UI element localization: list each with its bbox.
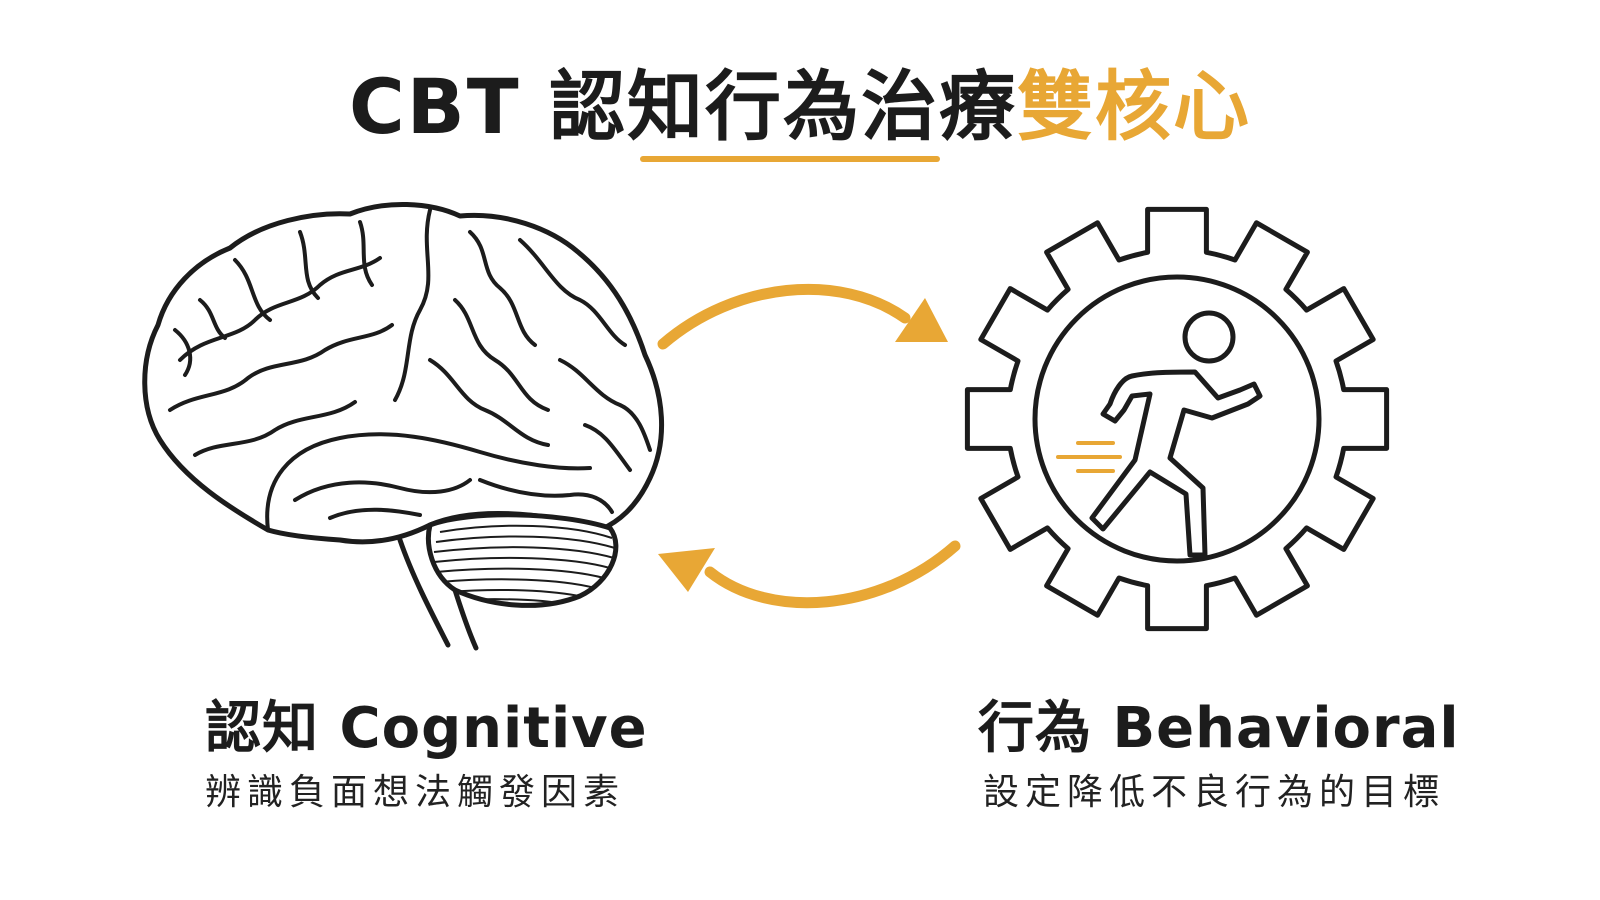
brain-gyri	[168, 208, 652, 532]
behavioral-description: 設定降低不良行為的目標	[983, 772, 1446, 813]
arrow-left-curved-icon	[658, 540, 961, 609]
title-accent: 雙核心	[1017, 62, 1251, 151]
title-main: CBT 認知行為治療	[348, 62, 1017, 151]
gear-running-person-icon	[964, 206, 1390, 632]
motion-lines	[1056, 441, 1122, 473]
title-underline	[640, 156, 940, 162]
cognitive-label: 認知 Cognitive	[205, 696, 648, 761]
arrow-right-curved-icon	[657, 283, 948, 350]
page-title: CBT 認知行為治療雙核心	[0, 45, 1600, 155]
cognitive-description: 辨識負面想法觸發因素	[205, 772, 626, 813]
running-person-icon	[1089, 310, 1263, 558]
behavioral-label: 行為 Behavioral	[978, 696, 1460, 761]
